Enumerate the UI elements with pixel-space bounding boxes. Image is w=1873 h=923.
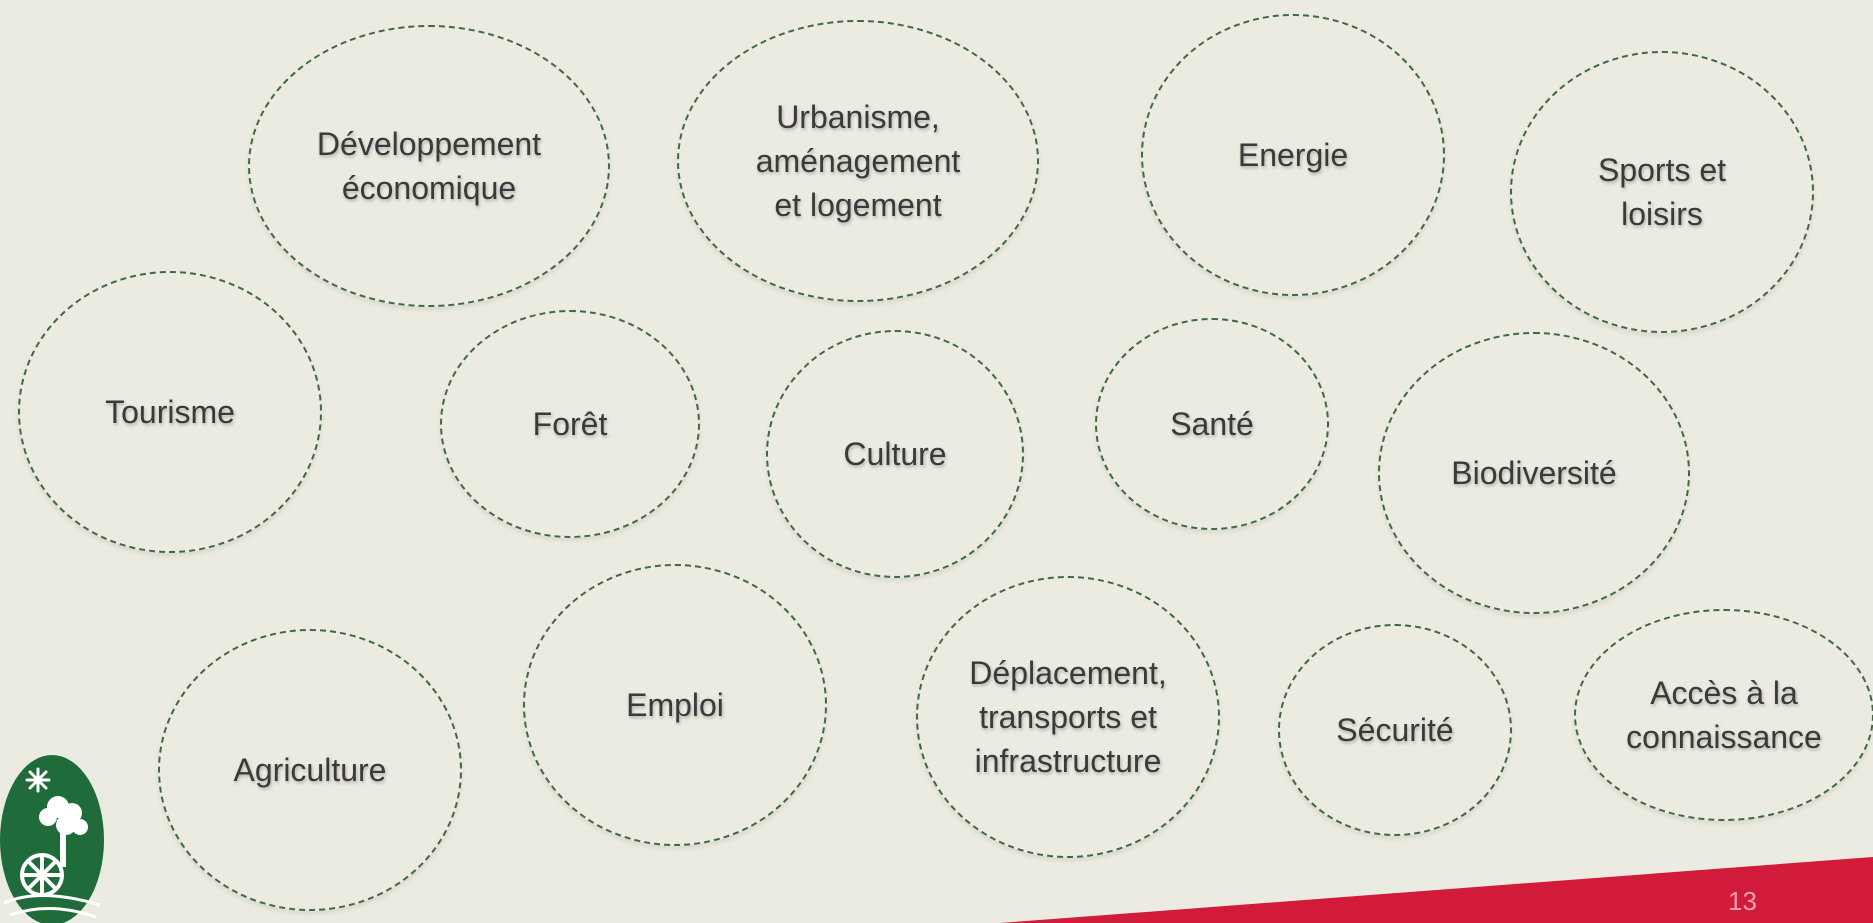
topic-label: Urbanisme, aménagement et logement	[755, 98, 961, 224]
topic-label: Développement économique	[316, 125, 542, 206]
topic-label: Sécurité	[1336, 711, 1454, 748]
topic-securite: Sécurité	[1278, 624, 1512, 836]
topic-label: Biodiversité	[1451, 454, 1617, 491]
topic-label: Tourisme	[105, 393, 235, 430]
topic-label: Emploi	[626, 686, 724, 723]
topic-sports-loisirs: Sports et loisirs	[1510, 51, 1814, 333]
topic-energie: Energie	[1141, 14, 1445, 296]
topic-label: Déplacement, transports et infrastructur…	[969, 654, 1167, 780]
topic-acces-connaissance: Accès à la connaissance	[1574, 609, 1873, 821]
topic-tourisme: Tourisme	[18, 271, 322, 553]
topic-foret: Forêt	[440, 310, 700, 538]
topic-biodiversite: Biodiversité	[1378, 332, 1690, 614]
topic-urbanisme: Urbanisme, aménagement et logement	[677, 20, 1039, 302]
topic-deplacement: Déplacement, transports et infrastructur…	[916, 576, 1220, 858]
topic-label: Accès à la connaissance	[1626, 674, 1822, 755]
topic-agriculture: Agriculture	[158, 629, 462, 911]
topic-culture: Culture	[766, 330, 1024, 578]
topic-emploi: Emploi	[523, 564, 827, 846]
page-number: 13	[1728, 886, 1757, 916]
topic-label: Agriculture	[233, 751, 387, 788]
logo-emblem-icon	[0, 755, 104, 923]
topic-label: Sports et loisirs	[1597, 151, 1727, 232]
topic-label: Forêt	[532, 405, 608, 442]
topic-developpement-economique: Développement économique	[248, 25, 610, 307]
topic-label: Santé	[1170, 405, 1254, 442]
topic-label: Culture	[843, 435, 947, 472]
topic-label: Energie	[1237, 136, 1349, 173]
topic-sante: Santé	[1095, 318, 1329, 530]
